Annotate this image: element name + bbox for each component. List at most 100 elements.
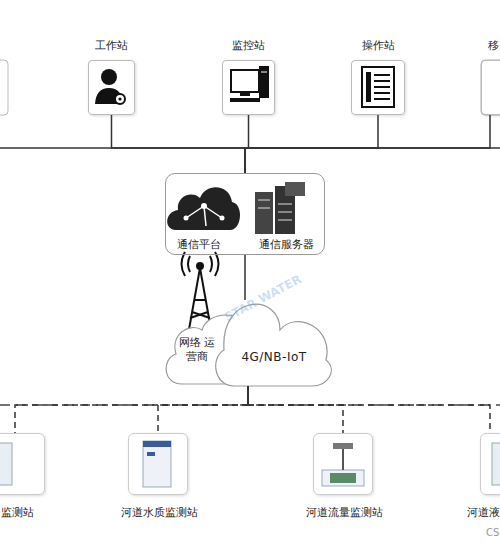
- connector-line: [245, 115, 490, 173]
- workstation-icon: [115, 94, 125, 104]
- connector-line: [158, 405, 248, 433]
- operator-icon: [374, 86, 390, 88]
- platform-cloud-icon: [167, 187, 240, 230]
- monitor-icon: [240, 92, 250, 96]
- radio-tower: [215, 252, 219, 276]
- connector: [245, 115, 249, 173]
- node-label: 移: [488, 39, 499, 53]
- platform-cloud-icon: [167, 187, 240, 230]
- server-icon: [255, 182, 305, 234]
- station-cabinet-icon: [492, 443, 500, 485]
- top-bus: [0, 147, 500, 149]
- radio-tower: [194, 299, 206, 301]
- radio-tower: [197, 263, 203, 269]
- mobile-partial-box: [481, 60, 500, 115]
- server-icon: [278, 220, 292, 221]
- bottom-bus: [0, 405, 500, 406]
- platform-cloud-icon: [204, 206, 222, 218]
- node-label: 通信服务器: [251, 238, 321, 252]
- connector: [245, 115, 378, 173]
- connector-line: [15, 405, 248, 433]
- connector-line: [248, 405, 343, 433]
- corner-mark: CS: [486, 527, 499, 538]
- radio-tower: [210, 256, 212, 272]
- node-label: 通信平台: [164, 238, 234, 252]
- bottom-bus: [0, 404, 500, 406]
- station-cabinet-icon: [0, 441, 500, 487]
- connector-line: [247, 386, 249, 405]
- workstation-box: 工作站: [88, 60, 135, 115]
- node-label: 操作站: [352, 39, 404, 53]
- monitor-icon: [230, 66, 269, 102]
- workstation-icon: [101, 69, 117, 85]
- server-icon: [285, 182, 305, 196]
- radio-tower: [188, 256, 190, 272]
- partial-station-box: [0, 60, 8, 115]
- station-cabinet-icon: [333, 443, 353, 449]
- monitor-icon: [261, 72, 267, 73]
- radio-tower: [182, 252, 186, 276]
- connector: [248, 386, 490, 433]
- node-label: 网络 运营商: [178, 336, 216, 364]
- platform-cloud-icon: [204, 206, 206, 226]
- connector-line: [112, 115, 246, 173]
- connector: [248, 386, 343, 433]
- workstation-icon: [95, 69, 125, 104]
- connector: [245, 255, 246, 300]
- station-cabinet-icon: [143, 441, 171, 447]
- station-cabinet-icon: [330, 473, 356, 483]
- radio-tower: [190, 312, 208, 318]
- monitor-station: 河道流量监测站: [313, 433, 373, 495]
- platform-cloud-icon: [184, 216, 189, 221]
- connector: [158, 386, 248, 433]
- platform-cloud-icon: [201, 203, 207, 209]
- operator-icon: [374, 74, 390, 76]
- server-icon: [258, 200, 270, 201]
- operator-icon: [374, 80, 390, 82]
- node-label: 河道水质监测站: [109, 506, 209, 520]
- connector: [112, 115, 246, 173]
- monitor-station: 河道水质监测站: [128, 433, 188, 495]
- node-label: 工作站: [89, 39, 134, 53]
- connector-line: [247, 386, 249, 405]
- server-icon: [278, 204, 292, 205]
- server-icon: [278, 212, 292, 213]
- connector-line: [247, 386, 249, 405]
- station-cabinet-icon: [322, 470, 364, 486]
- monitor-icon: [231, 70, 259, 92]
- monitor-station: 河道液: [480, 433, 500, 495]
- operator-icon: [366, 72, 371, 102]
- station-cabinet-icon: [0, 443, 12, 485]
- operator-icon: [362, 67, 394, 107]
- connector-line: [245, 115, 249, 173]
- monitor-icon: [259, 66, 269, 98]
- monitor-station: 监测站: [0, 433, 45, 495]
- station-cabinet-icon: [143, 441, 171, 487]
- monitor-icon: [230, 98, 260, 102]
- radio-tower: [188, 268, 200, 335]
- node-label: 4G/NB-IoT: [232, 350, 316, 364]
- platform-cloud-icon: [220, 216, 225, 221]
- mobile-station-box: 移: [481, 60, 500, 115]
- station-cabinet-icon: [342, 447, 344, 470]
- operator-icon: [374, 98, 390, 100]
- connector: [15, 386, 248, 433]
- workstation-icon: [118, 97, 121, 100]
- connector-line: [248, 405, 490, 433]
- platform-box: 通信平台 通信服务器: [165, 173, 325, 255]
- server-icon: [255, 192, 273, 234]
- connector-line: [244, 255, 246, 300]
- connector: [245, 115, 490, 173]
- monitor-station-box: 监控站: [222, 60, 275, 115]
- connector-line: [245, 115, 378, 173]
- operator-icon: [362, 67, 394, 107]
- node-label: 河道液: [467, 506, 500, 520]
- mobile-partial-box: [481, 60, 500, 115]
- connector-line: [247, 386, 249, 405]
- operator-icon: [374, 92, 390, 94]
- station-cabinet-icon: [147, 452, 155, 456]
- node-label: 监控站: [223, 39, 274, 53]
